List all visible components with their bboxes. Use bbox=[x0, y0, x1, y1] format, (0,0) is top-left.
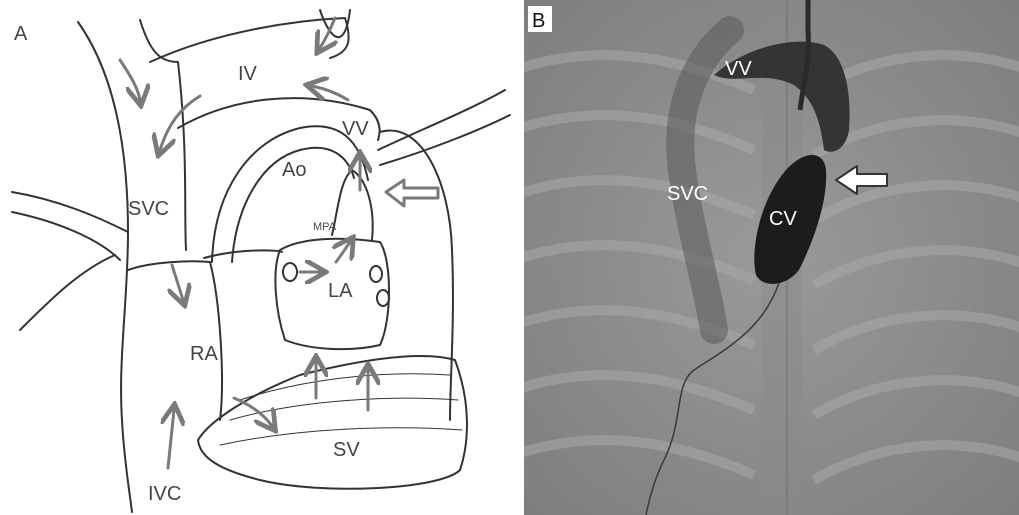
xray-image: B VV SVC CV bbox=[524, 0, 1019, 515]
top-vessel bbox=[320, 10, 350, 37]
heart-sketch: A IV VV Ao SVC MPA LA RA SV IVC bbox=[0, 0, 515, 515]
svc-outline-left bbox=[78, 22, 132, 512]
label-ivc: IVC bbox=[148, 483, 181, 505]
panel-a-letter: A bbox=[14, 23, 28, 45]
panel-b-angiogram: B VV SVC CV bbox=[524, 0, 1019, 515]
label-sv: SV bbox=[333, 439, 360, 461]
hollow-arrow-icon bbox=[386, 180, 438, 206]
mpa-outline bbox=[332, 170, 373, 240]
sv-outline bbox=[198, 356, 467, 489]
iv-arch bbox=[150, 18, 349, 62]
label-cv: CV bbox=[769, 208, 797, 230]
label-mpa: MPA bbox=[313, 221, 337, 233]
panel-b-letter: B bbox=[532, 10, 545, 32]
ra-outline bbox=[128, 261, 222, 420]
label-ao: Ao bbox=[282, 159, 306, 181]
label-vv-b: VV bbox=[725, 58, 752, 80]
label-iv: IV bbox=[238, 63, 258, 85]
label-la: LA bbox=[328, 280, 353, 302]
label-vv-a: VV bbox=[342, 118, 369, 140]
label-ra: RA bbox=[190, 343, 218, 365]
label-svc-a: SVC bbox=[128, 198, 169, 220]
label-svc-b: SVC bbox=[667, 183, 708, 205]
panel-a-diagram: A IV VV Ao SVC MPA LA RA SV IVC bbox=[0, 0, 515, 515]
